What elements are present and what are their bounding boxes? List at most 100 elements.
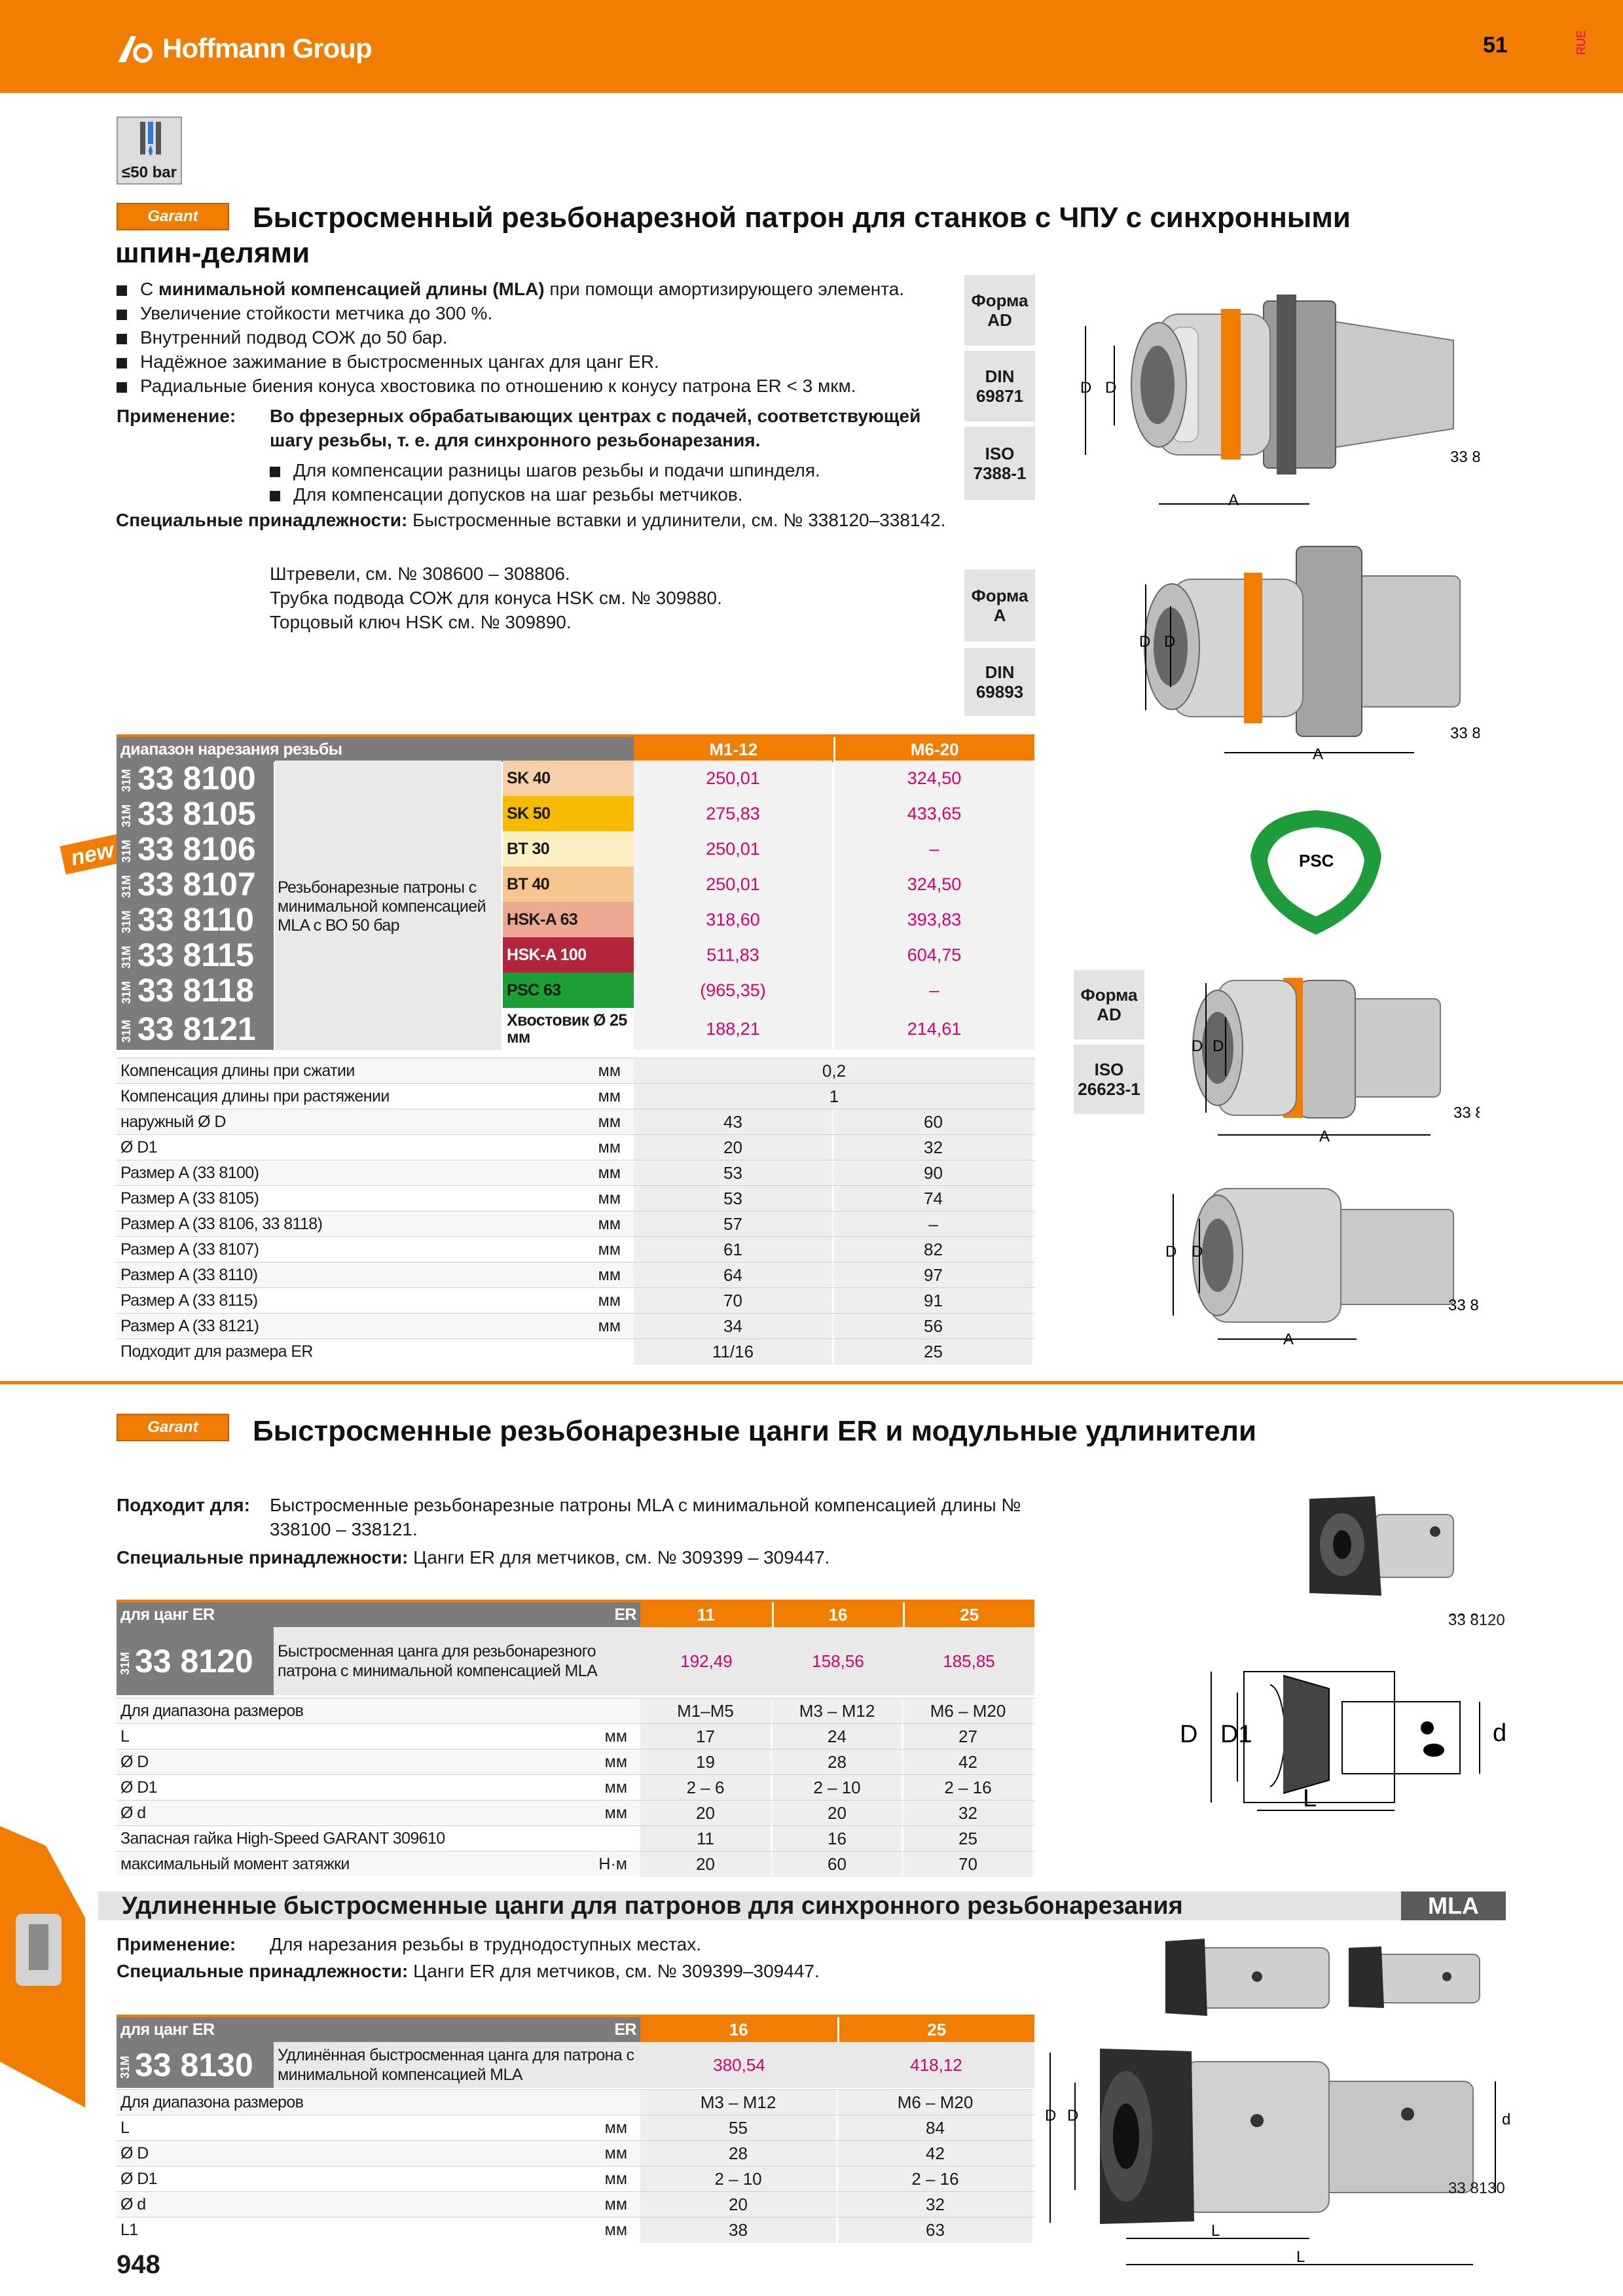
accessory-line: Торцовый ключ HSK см. № 309890. bbox=[270, 612, 572, 632]
spec-label: Ø D1 bbox=[120, 1138, 158, 1157]
dim-D-label: D bbox=[1080, 379, 1091, 397]
accessories-label: Специальные принадлежности: bbox=[117, 1547, 409, 1568]
spec-value: 97 bbox=[834, 1263, 1032, 1288]
price: 214,61 bbox=[834, 1008, 1034, 1050]
svg-text:L: L bbox=[1211, 2222, 1220, 2240]
spec-value: 53 bbox=[634, 1160, 832, 1186]
spec-value: 91 bbox=[834, 1288, 1032, 1314]
product-image-338100: D D A 33 8100 bbox=[1080, 295, 1480, 509]
spec-value: 90 bbox=[834, 1160, 1032, 1186]
spec-unit: мм bbox=[598, 1240, 621, 1259]
table-thread-chucks: диапазон нарезания резьбы M1-12 M6-20 bbox=[117, 737, 1034, 762]
spec-value: 24 bbox=[773, 1724, 902, 1749]
article-code: 33 8106 bbox=[137, 831, 256, 867]
accessories-block-3: Специальные принадлежности: Цанги ER для… bbox=[117, 1959, 1033, 1983]
product-image-338121: DD A 33 8121 bbox=[1165, 1188, 1480, 1348]
accessory-line: Штревели, см. № 308600 – 308806. bbox=[270, 564, 570, 584]
article-prefix: 31M bbox=[120, 981, 133, 1005]
spec-value: M6 – M20 bbox=[903, 1698, 1032, 1724]
column-header: 25 bbox=[838, 2017, 1034, 2042]
bullet-item: Для компенсации разницы шагов резьбы и п… bbox=[270, 458, 951, 482]
spec-value: – bbox=[834, 1211, 1032, 1237]
spec-value: 60 bbox=[773, 1852, 902, 1877]
brand-logo[interactable]: Hoffmann Group bbox=[117, 31, 373, 65]
spec-value: 56 bbox=[834, 1314, 1032, 1339]
spec-value: 2 – 10 bbox=[773, 1775, 902, 1801]
spec-unit: мм bbox=[604, 2221, 627, 2239]
hoffmann-logo-icon bbox=[118, 36, 153, 63]
table2-top-rule bbox=[117, 1600, 1034, 1602]
column-header: 16 bbox=[773, 1602, 905, 1627]
image-label: 33 8130 bbox=[1448, 2179, 1505, 2197]
price: 275,83 bbox=[634, 796, 832, 831]
psc-shape-icon: PSC bbox=[1250, 810, 1381, 935]
new-badge: new bbox=[60, 833, 125, 875]
price: 158,56 bbox=[773, 1627, 903, 1695]
spec-label: Подходит для размера ER bbox=[120, 1342, 313, 1361]
spec-label: L bbox=[120, 2119, 130, 2137]
product-image-338110: DD A 33 8110 bbox=[1139, 546, 1480, 763]
spec-unit: мм bbox=[598, 1087, 621, 1105]
spec-label: Ø d bbox=[120, 1804, 146, 1822]
spec-value: 60 bbox=[834, 1109, 1032, 1135]
footer-page-number: 948 bbox=[117, 2250, 160, 2279]
section-divider bbox=[0, 1381, 1623, 1384]
article-prefix: 31M bbox=[120, 804, 133, 828]
spec-unit: Н·м bbox=[598, 1855, 627, 1873]
drawing-338120: D D1 d L bbox=[1180, 1671, 1506, 1812]
application-text: Во фрезерных обрабатывающих центрах с по… bbox=[270, 406, 921, 450]
spec-label: Размер A (33 8115) bbox=[120, 1291, 258, 1310]
spec-label: Компенсация длины при растяжении bbox=[120, 1087, 390, 1105]
shank-type: SK 50 bbox=[503, 796, 634, 831]
psc-label: PSC bbox=[1299, 851, 1334, 870]
table1-description bbox=[275, 761, 501, 1050]
spec-label: Ø D1 bbox=[120, 2170, 158, 2188]
product-image-338118: DD A 33 8118 bbox=[1192, 978, 1480, 1145]
accessories-label: Специальные принадлежности: bbox=[117, 1961, 409, 1981]
column-header: 11 bbox=[640, 1602, 774, 1627]
spec-label: Ø D1 bbox=[120, 1778, 158, 1797]
application-label: Применение: bbox=[117, 1934, 236, 1954]
spec-value: 43 bbox=[634, 1109, 832, 1135]
mla-tag: MLA bbox=[1401, 1892, 1506, 1920]
article-prefix: 31M bbox=[120, 910, 133, 934]
spec-value: M6 – M20 bbox=[838, 2090, 1032, 2115]
bullet-item: Надёжное зажимание в быстросменных цанга… bbox=[117, 350, 948, 374]
language-code: RUE bbox=[1575, 30, 1588, 56]
spec-value: 20 bbox=[634, 1135, 832, 1160]
accessories-text: Быстросменные вставки и удлинители, см. … bbox=[412, 510, 946, 530]
column-header: M1-12 bbox=[634, 737, 835, 762]
spec-value: 11 bbox=[640, 1826, 771, 1852]
spec-value: 74 bbox=[834, 1186, 1032, 1211]
article-prefix: 31M bbox=[120, 1020, 133, 1043]
